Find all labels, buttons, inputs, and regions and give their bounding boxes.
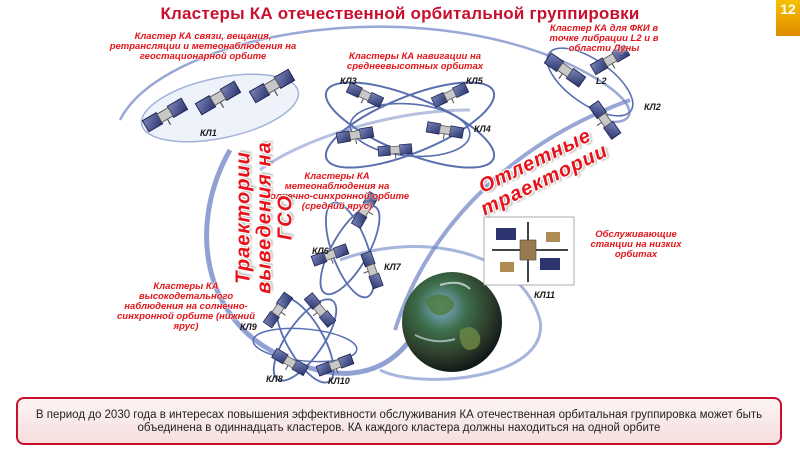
summary-note: В период до 2030 года в интересах повыше… — [16, 397, 782, 445]
meteo-satellite-3 — [357, 251, 383, 290]
low-code-kl8: КЛ8 — [266, 374, 283, 384]
station-label: Обслуживающие станции на низких орбитах — [576, 230, 696, 260]
geo-cluster-code: КЛ1 — [200, 128, 217, 138]
low-code-kl9: КЛ9 — [240, 322, 257, 332]
nav-satellite-5 — [378, 144, 413, 160]
meteo-code-kl7: КЛ7 — [384, 262, 401, 272]
slide-number-badge: 12 — [776, 0, 800, 36]
meteo-code-kl6: КЛ6 — [312, 246, 329, 256]
fki-cluster-label: Кластер КА для ФКИ в точке либрации L2 и… — [534, 24, 674, 54]
nav-code-kl4: КЛ4 — [474, 124, 491, 134]
low-code-kl10: КЛ10 — [328, 376, 350, 386]
earth-image — [402, 272, 502, 372]
page-title: Кластеры КА отечественной орбитальной гр… — [120, 4, 680, 24]
geo-cluster-label: Кластер КА связи, вещания, ретрансляции … — [108, 32, 298, 62]
nav-satellite-1 — [345, 83, 384, 111]
fki-code-l2: L2 — [596, 76, 607, 86]
nav-cluster-label: Кластеры КА навигации на среднеевысотных… — [340, 52, 490, 72]
nav-code-kl5: КЛ5 — [466, 76, 483, 86]
service-station-image — [484, 217, 574, 285]
station-code: КЛ11 — [534, 290, 555, 300]
nav-code-kl3: КЛ3 — [340, 76, 357, 86]
fki-code-kl2: КЛ2 — [644, 102, 661, 112]
insertion-trajectory-label: Траектории выведения на ГСО — [234, 133, 297, 303]
fki-satellite-1 — [542, 53, 586, 91]
